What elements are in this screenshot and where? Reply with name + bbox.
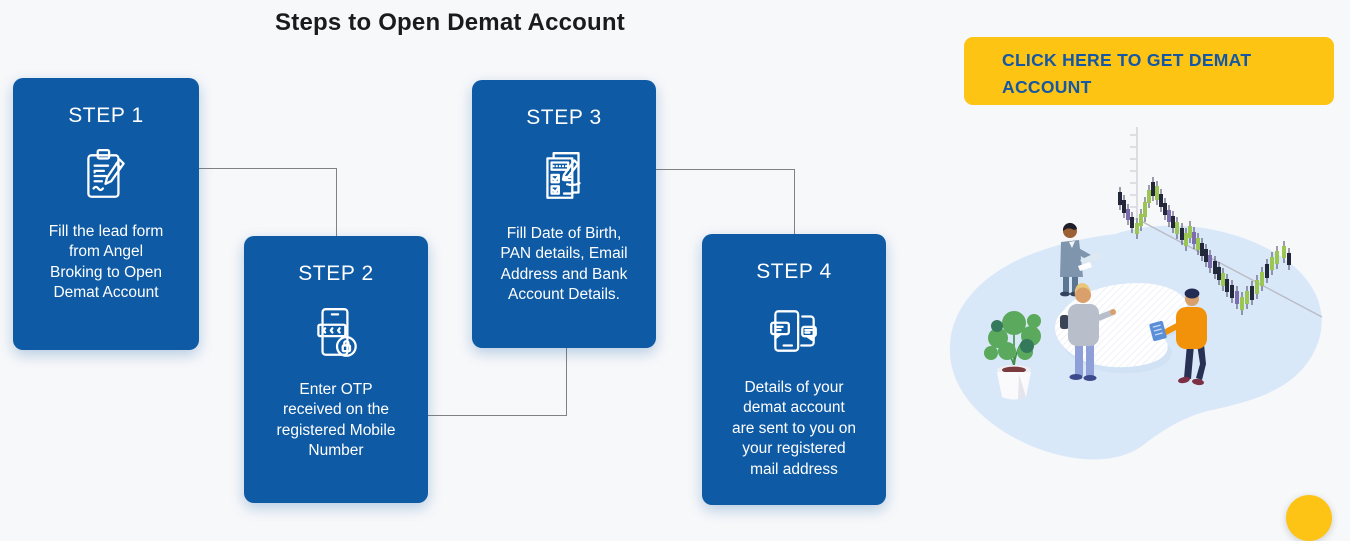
potted-plant-icon xyxy=(984,311,1041,400)
step-card-1: STEP 1 Fill the lead form from Angel Bro… xyxy=(13,78,199,350)
connector-step3-step4 xyxy=(655,169,795,235)
step-card-3: STEP 3 Fill Date of Birth, PAN details, … xyxy=(472,80,656,348)
connector-step1-step2 xyxy=(199,168,337,237)
step1-description: Fill the lead form from Angel Broking to… xyxy=(48,223,164,302)
yellow-circle-widget[interactable] xyxy=(1286,495,1332,541)
people-stock-chart-illustration xyxy=(949,127,1323,460)
candlestick-chart xyxy=(1118,177,1291,315)
step4-label: STEP 4 xyxy=(756,260,832,283)
person-orange-hoodie-tablet xyxy=(1149,288,1207,386)
person-suit-laptop xyxy=(1060,222,1103,297)
step-card-4: STEP 4 Details of your demat account are… xyxy=(702,234,886,505)
form-signing-pen-icon xyxy=(535,146,593,208)
page-title: Steps to Open Demat Account xyxy=(275,9,625,36)
step2-label: STEP 2 xyxy=(298,262,374,285)
step1-label: STEP 1 xyxy=(68,104,144,127)
step3-description: Fill Date of Birth, PAN details, Email A… xyxy=(500,225,628,304)
trend-line xyxy=(1140,220,1323,318)
step2-description: Enter OTP received on the registered Mob… xyxy=(276,381,396,460)
person-gray-sweater xyxy=(1060,283,1116,381)
phones-chat-icon xyxy=(765,300,823,362)
step4-description: Details of your demat account are sent t… xyxy=(731,379,857,478)
connector-step2-step3 xyxy=(428,348,567,416)
phone-otp-lock-icon xyxy=(307,302,365,364)
step3-label: STEP 3 xyxy=(526,106,602,129)
clipboard-lead-form-icon xyxy=(77,144,135,206)
step-card-2: STEP 2 Enter OTP received on the registe… xyxy=(244,236,428,503)
get-demat-account-button[interactable]: CLICK HERE TO GET DEMAT ACCOUNT xyxy=(964,37,1334,105)
